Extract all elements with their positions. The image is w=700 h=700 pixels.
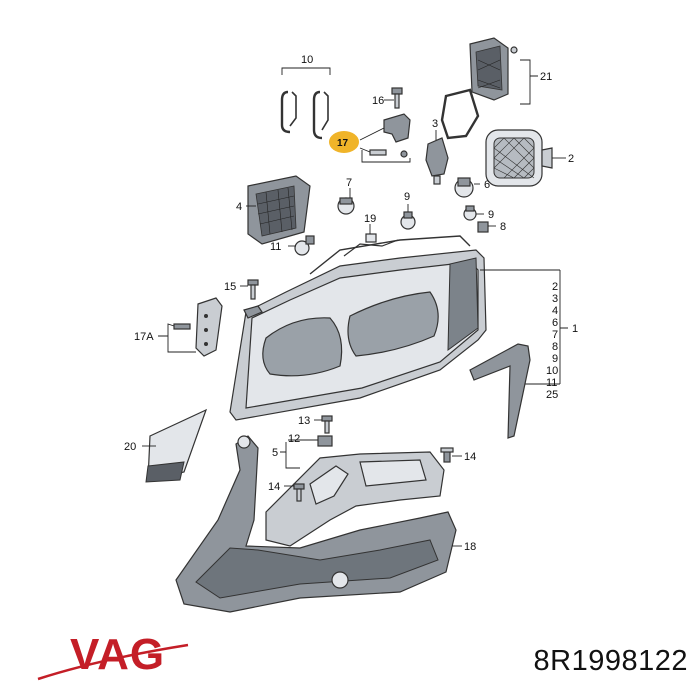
part-6-bulb (454, 177, 480, 198)
callout-5: 5 (272, 447, 278, 459)
callout-18: 18 (464, 541, 476, 553)
list-item-3: 3 (552, 293, 558, 305)
callout-1: 1 (572, 323, 578, 335)
part-14-screw-left (284, 483, 305, 502)
part-17a-bracket (158, 297, 223, 357)
part-4-cover (246, 175, 311, 245)
headlamp-housing (229, 235, 487, 421)
part-18-carrier (175, 435, 462, 613)
part-14-screw-right (440, 447, 462, 463)
callout-13: 13 (298, 415, 310, 427)
callout-11: 11 (270, 241, 281, 253)
callout-7: 7 (346, 177, 352, 189)
callout-16: 16 (372, 95, 384, 107)
callout-9: 9 (404, 191, 410, 203)
part-19-bulb (365, 224, 377, 243)
callout-10: 10 (301, 54, 313, 66)
callout-17-highlight (329, 131, 359, 153)
part-16-screw (384, 87, 403, 109)
callout-12: 12 (288, 433, 300, 445)
part-5-bracket (265, 442, 445, 547)
part-9-bulb (400, 204, 484, 230)
list-item-8: 8 (552, 341, 558, 353)
part-15-screw (240, 279, 259, 300)
list-item-9: 9 (552, 353, 558, 365)
vag-logo-text: VAG (70, 630, 165, 679)
part-2-cap (485, 129, 566, 187)
list-item-7: 7 (552, 329, 558, 341)
part-12-nut (288, 435, 333, 447)
callout-15: 15 (224, 281, 236, 293)
list-item-6: 6 (552, 317, 558, 329)
part-13-screw (314, 415, 333, 434)
part-10-clips (280, 67, 331, 140)
callout-3: 3 (432, 118, 438, 130)
part-21-cover (440, 37, 538, 140)
part-25-trim-strip (469, 343, 531, 439)
part-11-bulb (288, 235, 315, 256)
list-item-4: 4 (552, 305, 558, 317)
callout-brace-1 (480, 269, 568, 385)
part-20-panel (142, 408, 208, 483)
callout-17: 17 (337, 138, 349, 149)
callout-14-left: 14 (268, 481, 280, 493)
callout-8: 8 (500, 221, 506, 233)
callout-19: 19 (364, 213, 376, 225)
part-8-bulb (477, 221, 496, 233)
callout-20: 20 (124, 441, 136, 453)
list-item-11: 11 (546, 377, 557, 389)
list-item-2: 2 (552, 281, 558, 293)
callout-4: 4 (236, 201, 242, 213)
callout-9b: 9 (488, 209, 494, 221)
vag-logo: VAG (37, 630, 189, 681)
list-item-10: 10 (546, 365, 558, 377)
callout-6: 6 (484, 179, 490, 191)
vag-logo-swoosh (37, 643, 189, 681)
part-7-bulb (337, 188, 355, 215)
callout-2: 2 (568, 153, 574, 165)
part-number: 8R1998122 (533, 645, 688, 677)
callout-17a: 17A (134, 331, 154, 343)
callout-14-right: 14 (464, 451, 476, 463)
part-3-adjuster-motor (425, 130, 449, 185)
callout-21: 21 (540, 71, 552, 83)
part-17-bracket (359, 113, 411, 163)
callouts: 10 16 17 3 21 2 7 4 6 9 9 8 19 11 15 17A… (124, 54, 578, 553)
list-item-25: 25 (546, 389, 558, 401)
